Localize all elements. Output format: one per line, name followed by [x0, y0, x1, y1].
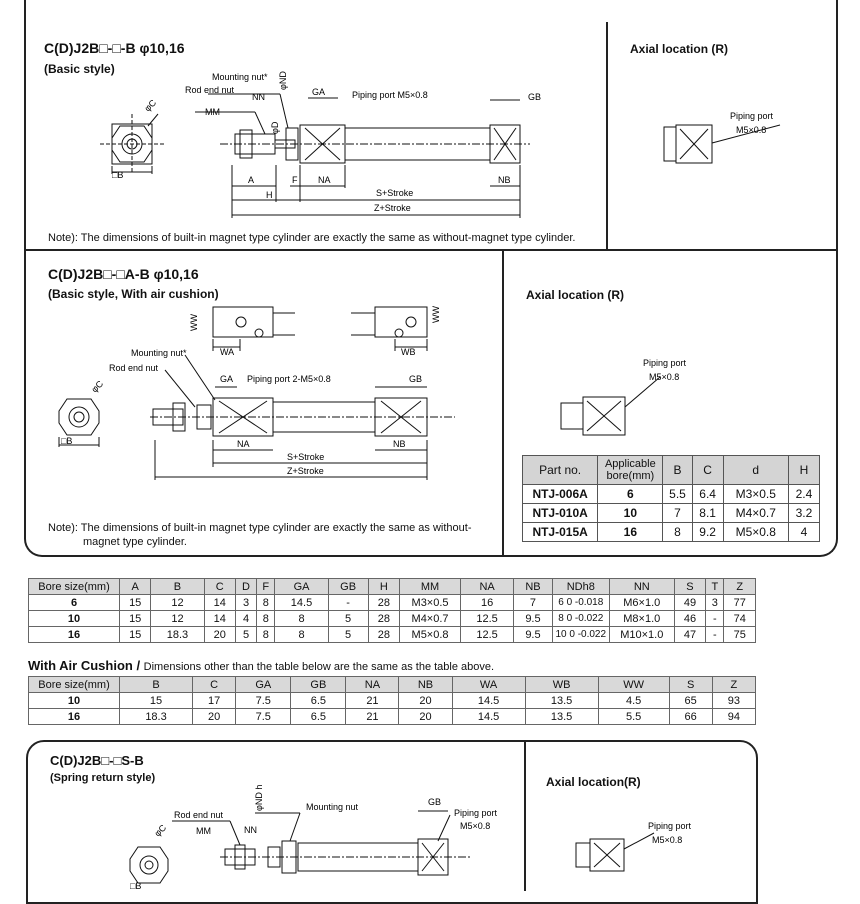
- axial-port-thread: M5×0.8: [649, 372, 679, 382]
- nut-col-b: B: [662, 455, 693, 485]
- panel3-axial-drawing: Piping port M5×0.8: [575, 821, 692, 872]
- panel2-divider: [502, 251, 504, 555]
- label-mm: MM: [205, 107, 220, 117]
- panel1-axial-title: Axial location (R): [630, 42, 729, 56]
- phi-c-label: φC: [142, 97, 158, 113]
- panel3-title: C(D)J2B□-□S-B: [50, 753, 144, 768]
- air-cushion-heading: With Air Cushion / Dimensions other than…: [28, 658, 494, 673]
- panel1-drawing: φC □B Mounting nut* Rod end nut NN MM φN…: [100, 70, 541, 218]
- panel1-axial-drawing: Piping port M5×0.8: [663, 111, 781, 164]
- label-mounting-nut: Mounting nut*: [212, 72, 268, 82]
- axial-port-label: Piping port: [648, 821, 692, 831]
- label-b: □B: [61, 436, 72, 446]
- label-s-stroke: S+Stroke: [287, 452, 324, 462]
- axial-port-label: Piping port: [643, 358, 687, 368]
- end-view-square: [100, 113, 164, 174]
- label-mounting-nut: Mounting nut: [306, 802, 359, 812]
- panel3-subtitle: (Spring return style): [50, 772, 156, 784]
- label-rod-end-nut: Rod end nut: [109, 363, 159, 373]
- panel2-axial-drawing: Piping port M5×0.8: [560, 358, 687, 436]
- label-piping-port-thread: M5×0.8: [460, 821, 490, 831]
- label-ga: GA: [220, 374, 233, 384]
- nut-col-h: H: [787, 455, 821, 485]
- panel3-divider: [524, 742, 526, 891]
- label-na: NA: [237, 439, 250, 449]
- label-nb: NB: [393, 439, 406, 449]
- label-z-stroke: Z+Stroke: [374, 203, 411, 213]
- label-piping-port: Piping port M5×0.8: [352, 90, 428, 100]
- head-cover: [489, 124, 521, 164]
- panel2-note-line1: Note): The dimensions of built-in magnet…: [48, 522, 472, 534]
- label-z-stroke: Z+Stroke: [287, 466, 324, 476]
- panel2-axial-title: Axial location (R): [526, 288, 625, 302]
- panel2-subtitle: (Basic style, With air cushion): [48, 287, 219, 301]
- label-rod-end-nut: Rod end nut: [174, 810, 224, 820]
- label-nn: NN: [244, 825, 257, 835]
- label-a: A: [248, 175, 254, 185]
- label-phi-d: φD: [270, 121, 280, 134]
- panel1-title: C(D)J2B□-□-B φ10,16: [44, 40, 185, 56]
- label-f: F: [292, 175, 298, 185]
- label-na: NA: [318, 175, 331, 185]
- panel1-subtitle: (Basic style): [44, 62, 115, 76]
- label-piping-port: Piping port 2-M5×0.8: [247, 374, 331, 384]
- panel3-drawing: φND h8 Mounting nut Rod end nut MM NN GB…: [129, 785, 498, 891]
- label-mm: MM: [196, 826, 211, 836]
- label-h: H: [266, 190, 273, 200]
- label-phi-c: φC: [89, 378, 105, 394]
- axial-port-label: Piping port: [730, 111, 774, 121]
- panel2-note-line2: magnet type cylinder.: [83, 536, 187, 548]
- label-gb: GB: [528, 92, 541, 102]
- label-wb: WB: [401, 347, 416, 357]
- panel2-title: C(D)J2B□-□A-B φ10,16: [48, 266, 199, 282]
- label-gb: GB: [409, 374, 422, 384]
- label-b: □B: [130, 881, 141, 891]
- label-ww-right: WW: [431, 306, 441, 323]
- axial-port-thread: M5×0.8: [736, 125, 766, 135]
- mounting-nut: [285, 127, 299, 161]
- label-rod-end-nut: Rod end nut: [185, 85, 235, 95]
- label-piping-port: Piping port: [454, 808, 498, 818]
- panel-spring-return: [26, 740, 758, 904]
- panel2-drawing: WW WW WA WB Mounting nut* Rod end nut GA…: [58, 306, 455, 480]
- label-nb: NB: [498, 175, 511, 185]
- label-nn: NN: [252, 92, 265, 102]
- nut-table: Part no. Applicable bore(mm) B C d H NTJ…: [521, 455, 821, 542]
- nut-col-part: Part no.: [521, 455, 599, 485]
- b-label: □B: [112, 170, 123, 180]
- nut-col-d: d: [722, 455, 789, 485]
- axial-port-thread: M5×0.8: [652, 835, 682, 845]
- nut-col-c: C: [691, 455, 724, 485]
- label-wa: WA: [220, 347, 234, 357]
- nut-col-bore: Applicable bore(mm): [597, 455, 664, 485]
- label-phi-nd: φND h8: [254, 785, 264, 811]
- label-gb: GB: [428, 797, 441, 807]
- air-cushion-note: Dimensions other than the table below ar…: [143, 661, 495, 673]
- label-phi-nd: φND h8: [278, 70, 288, 90]
- label-mounting-nut: Mounting nut*: [131, 348, 187, 358]
- panel1-divider: [606, 22, 608, 251]
- panel1-note: Note): The dimensions of built-in magnet…: [48, 232, 576, 244]
- air-cushion-title: With Air Cushion /: [28, 658, 144, 673]
- label-ga: GA: [312, 87, 325, 97]
- label-s-stroke: S+Stroke: [376, 188, 413, 198]
- panel3-axial-title: Axial location(R): [546, 775, 641, 789]
- label-ww-left: WW: [189, 314, 199, 331]
- label-phi-c: φC: [152, 822, 168, 838]
